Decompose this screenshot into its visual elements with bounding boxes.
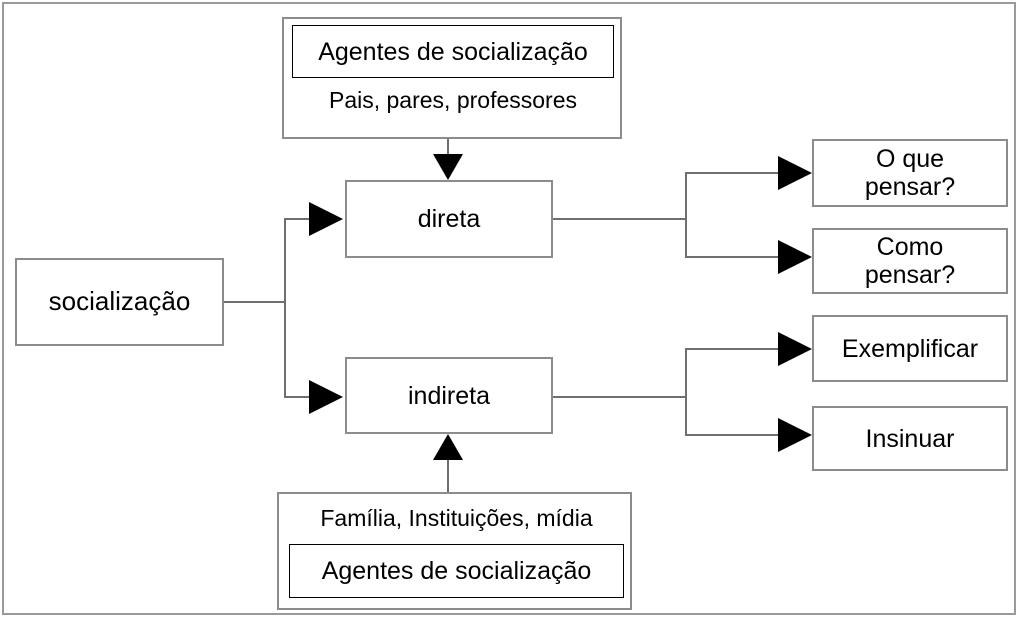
- connector-indireta-stem: [553, 396, 687, 398]
- connector-indireta-split-bus: [685, 348, 687, 436]
- node-insinuar: Insinuar: [812, 406, 1008, 471]
- connector-indireta-to-exemplificar: [685, 348, 781, 350]
- node-o-que-pensar-text: O que pensar?: [865, 145, 955, 201]
- node-socializacao: socialização: [15, 258, 224, 346]
- agents-top-box: Agentes de socialização Pais, pares, pro…: [282, 17, 622, 139]
- agents-bottom-box: Família, Instituições, mídia Agentes de …: [277, 492, 632, 610]
- node-indireta: indireta: [345, 357, 553, 434]
- connector-root-stem: [224, 301, 286, 303]
- arrowhead-indireta-to-exemplificar-icon: [778, 332, 812, 366]
- node-exemplificar-label: Exemplificar: [841, 334, 979, 363]
- agents-bottom-heading-label: Agentes de socialização: [321, 557, 592, 585]
- node-insinuar-label: Insinuar: [865, 424, 955, 453]
- connector-direta-to-oque: [685, 172, 781, 174]
- arrowhead-direta-to-como-icon: [778, 240, 812, 274]
- node-socializacao-label: socialização: [48, 286, 191, 317]
- connector-direta-split-bus: [685, 172, 687, 258]
- node-o-que-pensar-line2: pensar?: [864, 173, 956, 201]
- agents-top-heading-box: Agentes de socialização: [292, 25, 614, 78]
- node-como-pensar-text: Como pensar?: [865, 233, 955, 289]
- node-como-pensar-line2: pensar?: [864, 261, 956, 289]
- arrowhead-indireta-to-insinuar-icon: [778, 418, 812, 452]
- node-como-pensar: Como pensar?: [812, 228, 1008, 294]
- connector-direta-stem: [553, 218, 687, 220]
- connector-bus-to-indireta: [284, 396, 312, 398]
- node-exemplificar: Exemplificar: [812, 315, 1008, 382]
- node-o-que-pensar-line1: O que: [875, 145, 945, 173]
- arrowhead-agents-bottom-to-indireta-icon: [433, 434, 463, 460]
- node-indireta-label: indireta: [408, 381, 490, 410]
- connector-agents-bottom-to-indireta: [447, 460, 449, 494]
- arrowhead-bus-to-indireta-icon: [309, 380, 343, 414]
- node-direta-label: direta: [417, 205, 481, 233]
- connector-direta-to-como: [685, 256, 781, 258]
- arrowhead-agents-top-to-direta-icon: [433, 154, 463, 180]
- node-direta: direta: [345, 180, 553, 258]
- agents-bottom-detail-label: Família, Instituições, mídia: [320, 505, 593, 532]
- agents-bottom-heading-box: Agentes de socialização: [289, 544, 624, 598]
- node-como-pensar-line1: Como: [876, 233, 944, 261]
- agents-top-heading-label: Agentes de socialização: [318, 37, 588, 66]
- connector-root-split-bus: [284, 218, 286, 398]
- connector-bus-to-direta: [284, 218, 312, 220]
- arrowhead-bus-to-direta-icon: [309, 202, 343, 236]
- connector-agents-top-to-direta: [447, 139, 449, 161]
- agents-top-detail-label: Pais, pares, professores: [328, 87, 577, 114]
- arrowhead-direta-to-oque-icon: [778, 156, 812, 190]
- connector-indireta-to-insinuar: [685, 434, 781, 436]
- node-o-que-pensar: O que pensar?: [812, 139, 1008, 207]
